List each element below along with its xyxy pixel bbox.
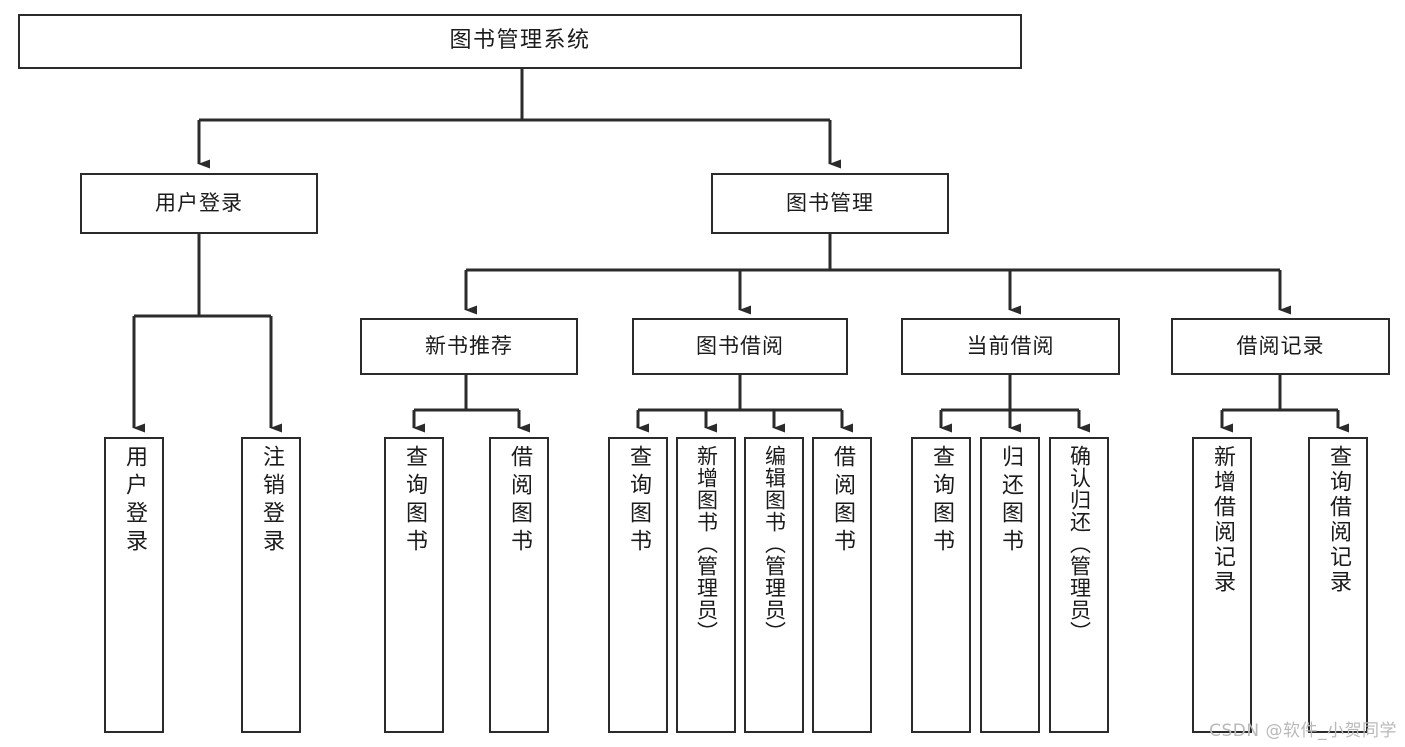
node-label: 用户登录	[155, 190, 243, 215]
leaf-query-book-borrow[interactable]: 查询图书	[608, 437, 668, 733]
node-book-management[interactable]: 图书管理	[711, 173, 949, 234]
node-label: 编辑图书（管理员）	[762, 445, 787, 643]
node-label: 图书借阅	[696, 333, 784, 358]
leaf-return-book[interactable]: 归还图书	[980, 437, 1040, 733]
watermark-text: CSDN @软件_小贺同学	[1209, 721, 1397, 741]
leaf-borrow-book-recommend[interactable]: 借阅图书	[489, 437, 549, 733]
node-borrow-record[interactable]: 借阅记录	[1171, 318, 1390, 375]
node-label: 归还图书	[998, 445, 1023, 557]
node-label: 图书管理	[786, 190, 874, 215]
node-book-borrow[interactable]: 图书借阅	[632, 318, 848, 375]
node-user-login[interactable]: 用户登录	[80, 173, 318, 234]
node-root-book-management-system[interactable]: 图书管理系统	[18, 14, 1022, 69]
node-label: 查询图书	[626, 445, 651, 557]
node-label: 用户登录	[122, 445, 147, 557]
node-label: 注销登录	[259, 445, 284, 557]
node-label: 查询图书	[929, 445, 954, 557]
leaf-add-book-admin[interactable]: 新增图书（管理员）	[676, 437, 736, 733]
node-new-book-recommend[interactable]: 新书推荐	[360, 318, 578, 375]
leaf-borrow-book[interactable]: 借阅图书	[812, 437, 872, 733]
leaf-query-borrow-record[interactable]: 查询借阅记录	[1308, 437, 1368, 733]
node-label: 确认归还（管理员）	[1067, 445, 1092, 643]
node-label: 新增借阅记录	[1210, 445, 1235, 595]
node-label: 借阅记录	[1236, 333, 1325, 358]
node-label: 查询借阅记录	[1326, 445, 1351, 595]
node-label: 借阅图书	[830, 445, 855, 557]
leaf-user-login[interactable]: 用户登录	[104, 437, 164, 733]
node-current-borrow[interactable]: 当前借阅	[901, 318, 1120, 375]
node-label: 图书管理系统	[449, 28, 591, 54]
node-label: 借阅图书	[507, 445, 532, 557]
leaf-edit-book-admin[interactable]: 编辑图书（管理员）	[744, 437, 804, 733]
node-label: 新书推荐	[425, 333, 513, 358]
node-label: 新增图书（管理员）	[694, 445, 719, 643]
leaf-add-borrow-record[interactable]: 新增借阅记录	[1192, 437, 1252, 733]
node-label: 当前借阅	[966, 333, 1055, 358]
leaf-query-book-current[interactable]: 查询图书	[911, 437, 971, 733]
node-label: 查询图书	[402, 445, 427, 557]
leaf-confirm-return-admin[interactable]: 确认归还（管理员）	[1049, 437, 1109, 733]
leaf-query-book-recommend[interactable]: 查询图书	[384, 437, 444, 733]
leaf-logout[interactable]: 注销登录	[241, 437, 301, 733]
